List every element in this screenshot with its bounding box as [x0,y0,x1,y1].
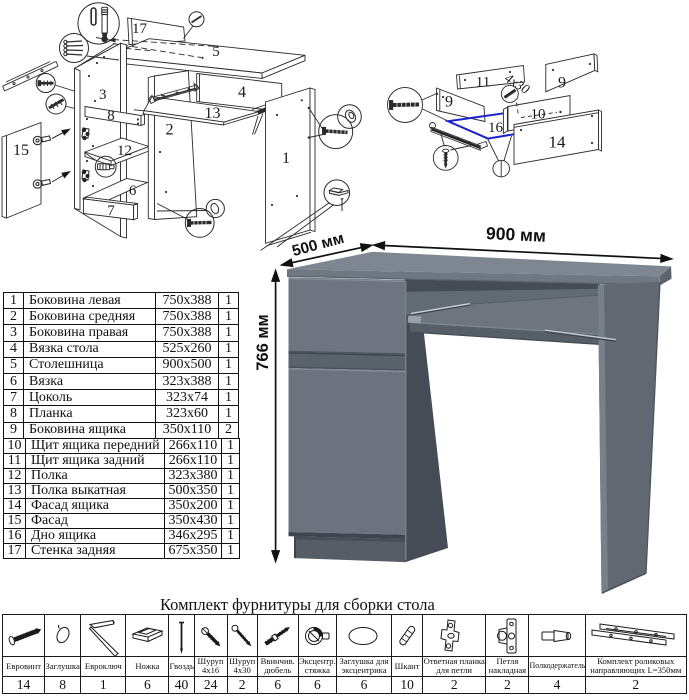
svg-text:2: 2 [166,122,174,139]
svg-text:6: 6 [129,183,137,199]
svg-text:3: 3 [99,87,107,103]
svg-text:7: 7 [107,203,115,219]
svg-text:13: 13 [205,105,221,122]
svg-text:11: 11 [476,75,490,91]
svg-text:16: 16 [488,120,504,136]
svg-text:1: 1 [282,150,290,167]
svg-text:900 мм: 900 мм [486,223,547,246]
svg-text:9: 9 [445,94,453,111]
svg-text:17: 17 [132,21,148,37]
svg-text:9: 9 [558,75,566,92]
svg-text:8: 8 [107,108,115,124]
svg-text:12: 12 [117,143,132,159]
svg-text:4: 4 [238,84,246,101]
svg-text:15: 15 [13,142,29,159]
svg-text:766 мм: 766 мм [254,314,272,371]
svg-text:5: 5 [212,44,220,60]
svg-text:10: 10 [531,107,546,123]
svg-text:500 мм: 500 мм [290,230,346,260]
svg-text:14: 14 [549,133,567,152]
svg-text:4х30: 4х30 [502,70,532,97]
